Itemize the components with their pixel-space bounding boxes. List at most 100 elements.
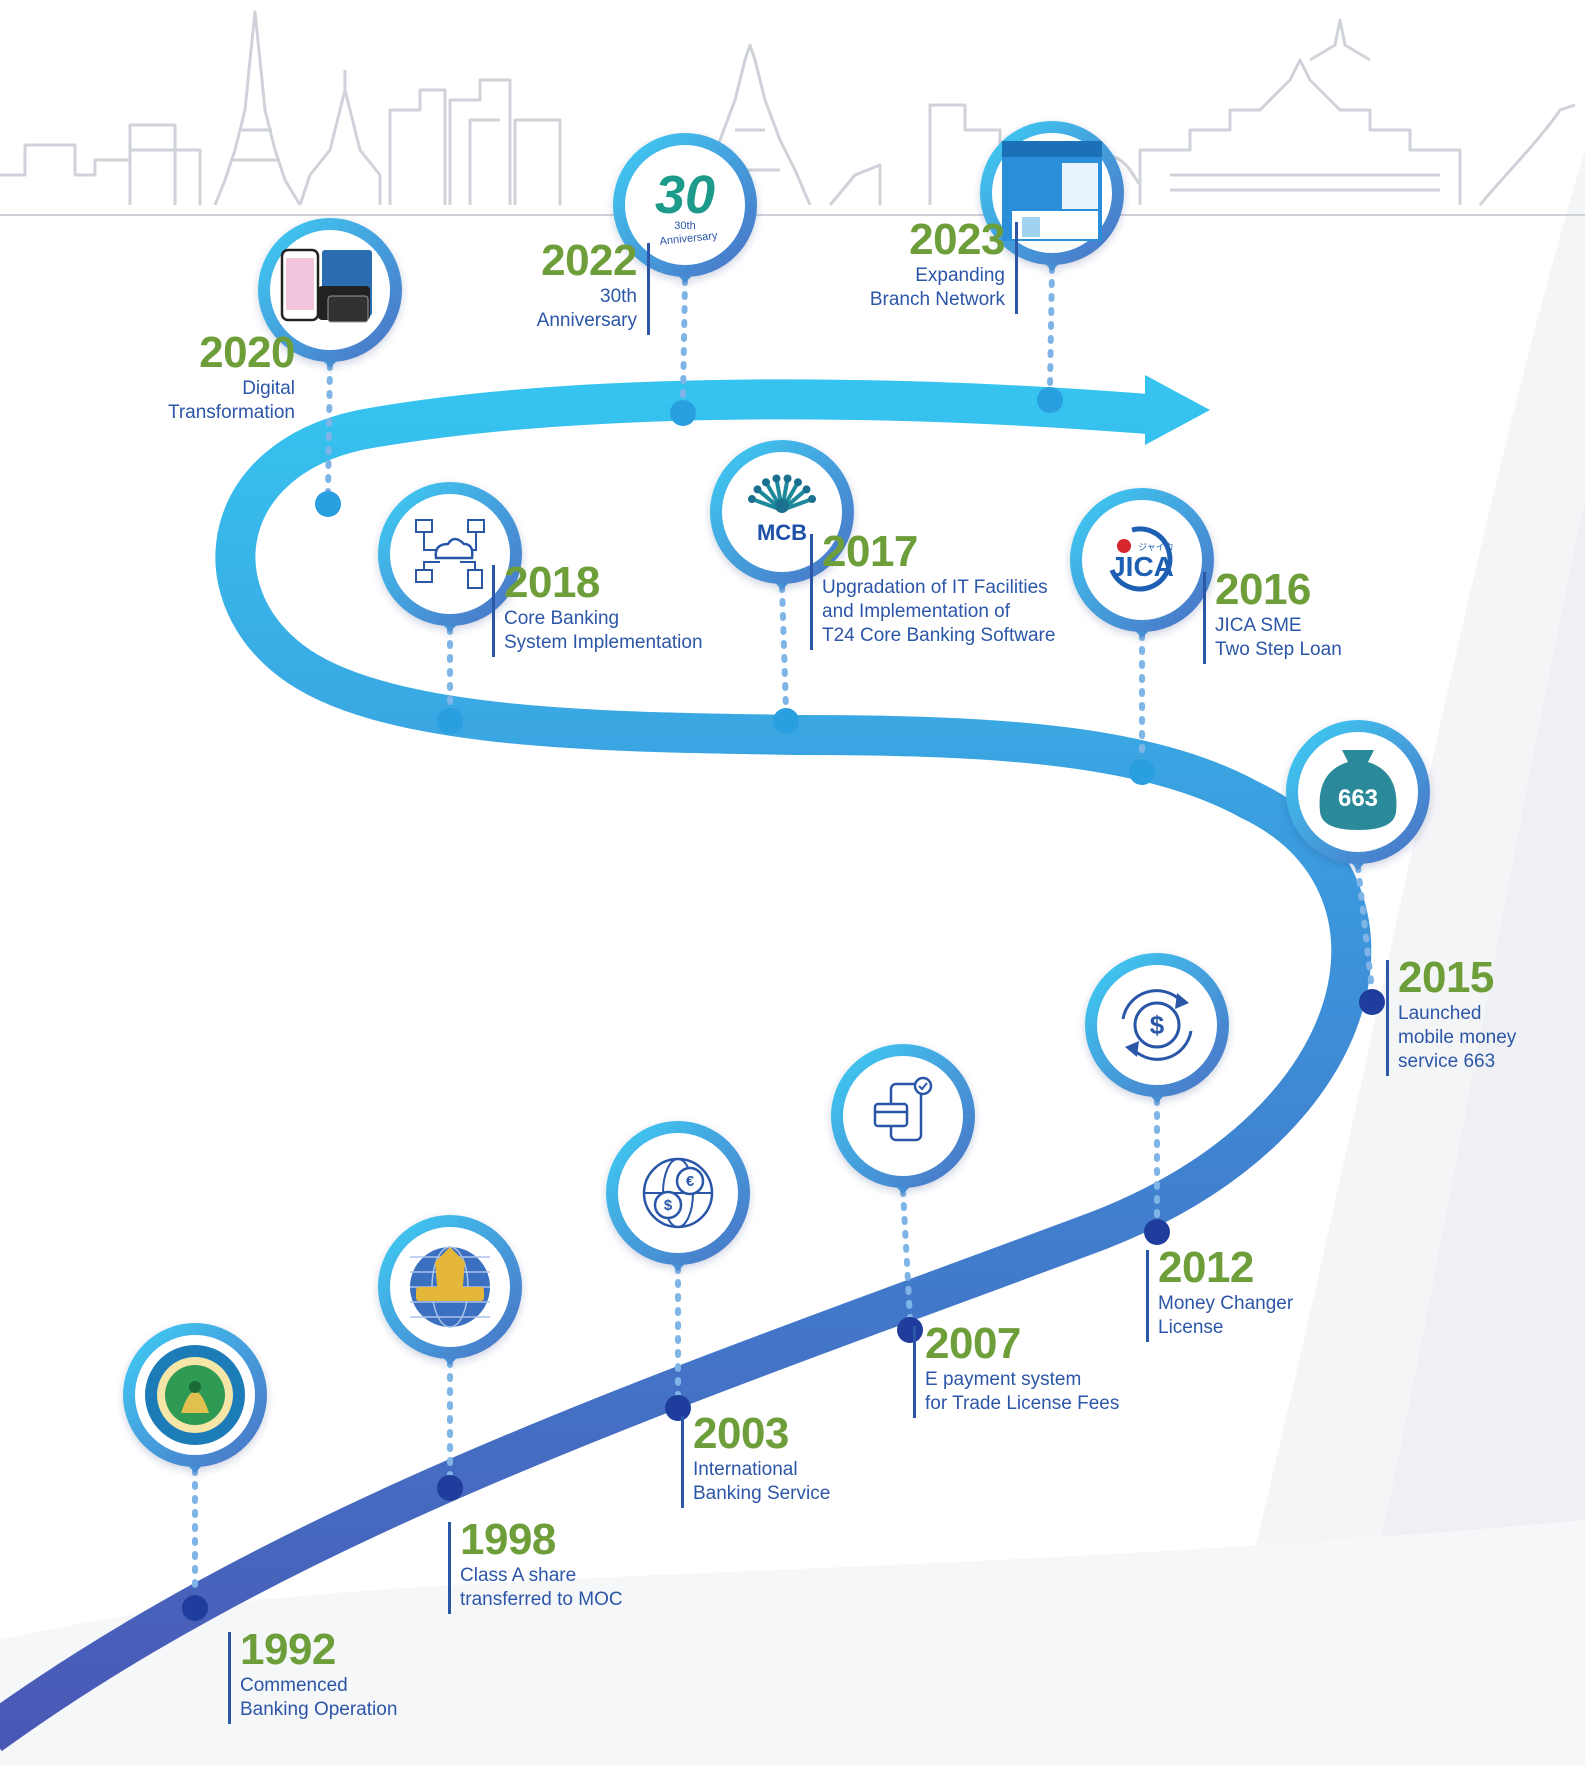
- timeline-dot-1998: [437, 1475, 463, 1501]
- milestone-accent-bar: [1386, 960, 1389, 1076]
- milestone-description-line: License: [1158, 1317, 1224, 1338]
- timeline-dot-2023: [1037, 387, 1063, 413]
- milestone-accent-bar: [647, 243, 650, 335]
- timeline-path: [0, 379, 1372, 1752]
- connector-2017: [779, 584, 789, 712]
- pin-marker-1992[interactable]: [123, 1323, 267, 1473]
- timeline-dot-2012: [1144, 1219, 1170, 1245]
- milestone-year: 2016: [1215, 565, 1311, 614]
- milestone-accent-bar: [492, 565, 495, 657]
- milestone-description-line: T24 Core Banking Software: [822, 625, 1056, 646]
- milestone-description-line: and Implementation of: [822, 601, 1011, 622]
- mcb-logo-text: MCB: [757, 520, 807, 545]
- timeline-arrowhead: [1145, 375, 1210, 445]
- milestone-description-line: Launched: [1398, 1003, 1482, 1024]
- milestone-description-line: International: [693, 1459, 798, 1480]
- milestone-description-line: Banking Operation: [240, 1699, 398, 1720]
- pin-marker-2012[interactable]: $: [1085, 953, 1229, 1103]
- milestone-year: 2015: [1398, 953, 1494, 1002]
- timeline-dot-2022: [670, 400, 696, 426]
- milestone-year: 1992: [240, 1625, 336, 1674]
- milestone-year: 2023: [909, 215, 1005, 264]
- timeline-dot-2020: [315, 491, 341, 517]
- pin-marker-2020[interactable]: [258, 218, 402, 368]
- jica-logo-text: JICA: [1110, 551, 1174, 582]
- svg-text:€: €: [686, 1173, 695, 1190]
- milestone-2015: 663: [1286, 720, 1430, 1015]
- cloud-network-icon: [415, 519, 485, 589]
- milestone-description-line: Banking Service: [693, 1483, 831, 1504]
- milestone-description-line: Commenced: [240, 1675, 348, 1696]
- milestone-2018: [378, 482, 522, 734]
- milestone-description-line: System Implementation: [504, 632, 703, 653]
- pin-marker-2007[interactable]: [831, 1044, 975, 1194]
- milestone-description-line: E payment system: [925, 1369, 1082, 1390]
- milestone-year: 2017: [822, 527, 918, 576]
- timeline-dot-1992: [182, 1595, 208, 1621]
- milestone-year: 1998: [460, 1515, 556, 1564]
- connector-2022: [680, 277, 688, 404]
- timeline-dot-2017: [773, 708, 799, 734]
- milestone-year: 2018: [504, 558, 600, 607]
- pin-marker-2018[interactable]: [378, 482, 522, 632]
- pin-marker-2017[interactable]: MCB: [710, 440, 854, 590]
- branch-kiosk-icon: [1002, 141, 1102, 241]
- milestone-year: 2007: [925, 1319, 1021, 1368]
- pin-marker-2015[interactable]: 663: [1286, 720, 1430, 870]
- milestone-description-line: Digital: [242, 378, 295, 399]
- milestone-accent-bar: [1146, 1250, 1149, 1342]
- milestone-description-line: Money Changer: [1158, 1293, 1294, 1314]
- milestone-year: 2003: [693, 1409, 789, 1458]
- milestone-year: 2020: [199, 328, 295, 377]
- milestone-1998: [378, 1215, 522, 1501]
- timeline-dot-2003: [665, 1395, 691, 1421]
- milestone-description-line: Upgradation of IT Facilities: [822, 577, 1048, 598]
- milestone-2007: [831, 1044, 975, 1343]
- city-skyline: [0, 10, 1585, 216]
- milestone-description: Upgradation of IT Facilities and Implemen…: [822, 576, 1055, 648]
- milestone-description-line: 30th: [600, 286, 637, 307]
- timeline-dot-2018: [437, 708, 463, 734]
- commerce-globe-icon: [410, 1246, 490, 1328]
- money-bag-label: 663: [1338, 785, 1378, 812]
- milestone-year: 2012: [1158, 1243, 1254, 1292]
- timeline-dot-2007: [897, 1317, 923, 1343]
- timeline-dot-2016: [1129, 759, 1155, 785]
- timeline-dot-2015: [1359, 989, 1385, 1015]
- connector-2023: [1047, 265, 1055, 391]
- milestone-accent-bar: [1015, 222, 1018, 314]
- milestone-2017: MCB: [710, 440, 854, 734]
- background-swoosh: [0, 150, 1585, 1765]
- svg-text:$: $: [664, 1197, 673, 1214]
- mcb-peacock-icon: MCB: [747, 474, 817, 545]
- milestone-accent-bar: [228, 1632, 231, 1724]
- milestone-description-line: Anniversary: [536, 310, 637, 331]
- milestone-description-line: transferred to MOC: [460, 1589, 623, 1610]
- anniversary-badge-number: 30: [655, 165, 715, 225]
- milestone-year: 2022: [541, 236, 637, 285]
- milestone-accent-bar: [1203, 572, 1206, 664]
- svg-text:$: $: [1150, 1010, 1165, 1040]
- milestone-description-line: Transformation: [167, 402, 295, 423]
- pin-marker-1998[interactable]: [378, 1215, 522, 1365]
- milestone-accent-bar: [448, 1522, 451, 1614]
- milestone-2003: €$: [606, 1121, 750, 1421]
- mcb-seal-icon: [145, 1345, 245, 1445]
- milestone-description-line: for Trade License Fees: [925, 1393, 1120, 1414]
- pin-marker-2003[interactable]: €$: [606, 1121, 750, 1271]
